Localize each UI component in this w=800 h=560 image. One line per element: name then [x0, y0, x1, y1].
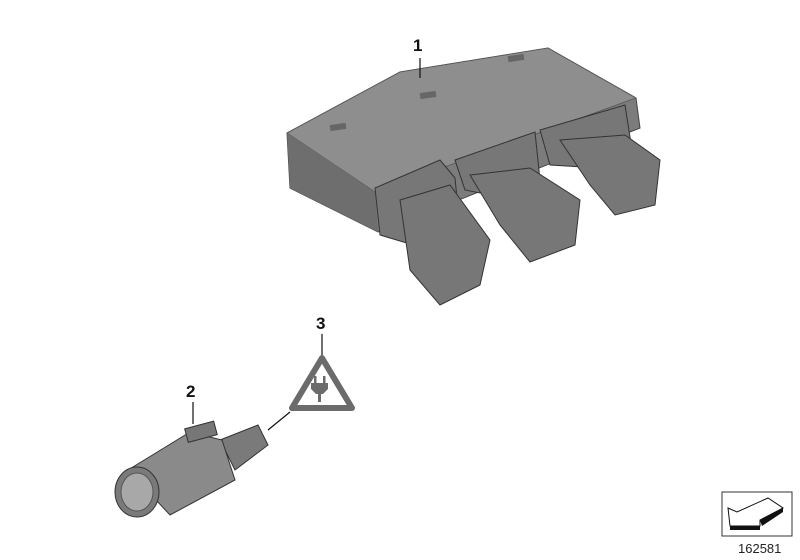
callout-2: 2 [186, 382, 196, 401]
leader-line-3 [267, 411, 291, 431]
parking-sensor[interactable] [114, 420, 269, 518]
callout-3: 3 [316, 314, 326, 333]
control-module[interactable] [286, 47, 661, 306]
callout-1: 1 [413, 36, 423, 55]
plug-warning-icon [289, 355, 355, 411]
diagram-reference-number: 162581 [738, 541, 782, 556]
reference-arrow-icon [721, 491, 793, 537]
